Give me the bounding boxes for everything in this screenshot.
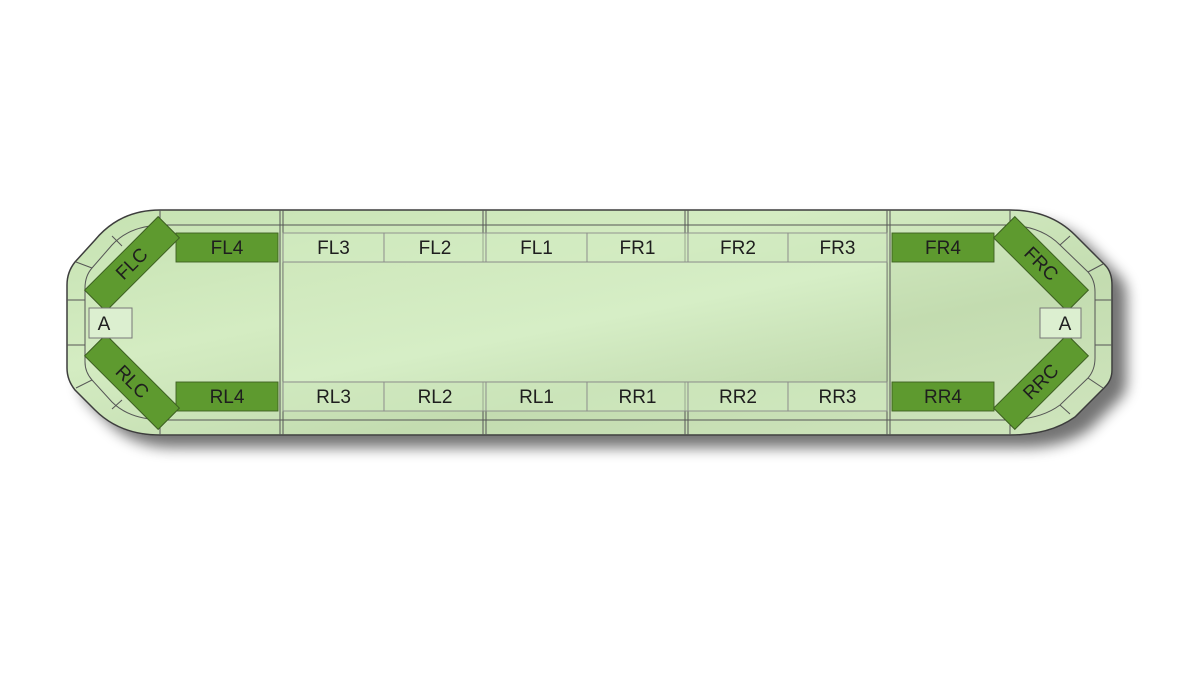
rear-module-rr1[interactable]: RR1	[586, 381, 689, 412]
rear-module-label: RL4	[210, 387, 245, 408]
front-module-fl3[interactable]: FL3	[282, 232, 385, 263]
right-end-cap	[1004, 210, 1112, 435]
front-module-fr1[interactable]: FR1	[586, 232, 689, 263]
front-module-fl4[interactable]: FL4	[175, 232, 279, 263]
left-end-cap	[67, 210, 166, 435]
rear-module-label: RL2	[418, 387, 453, 408]
front-module-fl2[interactable]: FL2	[383, 232, 487, 263]
front-module-label: FR3	[820, 238, 856, 259]
rear-module-label: RL1	[519, 387, 554, 408]
rear-module-label: RR4	[924, 387, 962, 408]
front-module-label: FR1	[620, 238, 656, 259]
rear-row: RL4 RL3 RL2 RL1 RR1 RR2 RR3 RR4	[175, 381, 995, 412]
front-module-label: FL1	[520, 238, 553, 259]
front-module-fr2[interactable]: FR2	[687, 232, 789, 263]
front-module-label: FR2	[720, 238, 756, 259]
rear-module-label: RR3	[818, 387, 856, 408]
front-module-label: FL4	[211, 238, 244, 259]
front-module-fr4[interactable]: FR4	[891, 232, 995, 263]
front-module-fr3[interactable]: FR3	[787, 232, 888, 263]
rear-module-rl4[interactable]: RL4	[175, 381, 279, 412]
rear-module-rr3[interactable]: RR3	[787, 381, 888, 412]
rear-module-rr2[interactable]: RR2	[687, 381, 789, 412]
end-module-left-label: A	[98, 314, 111, 335]
rear-module-label: RL3	[316, 387, 351, 408]
rear-module-rl3[interactable]: RL3	[282, 381, 385, 412]
front-module-label: FR4	[925, 238, 961, 259]
front-module-label: FL3	[317, 238, 350, 259]
front-module-label: FL2	[419, 238, 452, 259]
front-row: FL4 FL3 FL2 FL1 FR1 FR2 FR3 FR4	[175, 232, 995, 263]
end-module-left[interactable]: A	[88, 307, 133, 339]
rear-module-label: RR1	[618, 387, 656, 408]
rear-module-rl1[interactable]: RL1	[485, 381, 588, 412]
end-module-right[interactable]: A	[1039, 307, 1082, 339]
rear-module-label: RR2	[719, 387, 757, 408]
end-module-right-label: A	[1059, 314, 1072, 335]
front-module-fl1[interactable]: FL1	[485, 232, 588, 263]
rear-module-rr4[interactable]: RR4	[891, 381, 995, 412]
rear-module-rl2[interactable]: RL2	[383, 381, 487, 412]
corner-front-left[interactable]: FLC	[83, 215, 181, 313]
center-panel	[282, 261, 888, 383]
